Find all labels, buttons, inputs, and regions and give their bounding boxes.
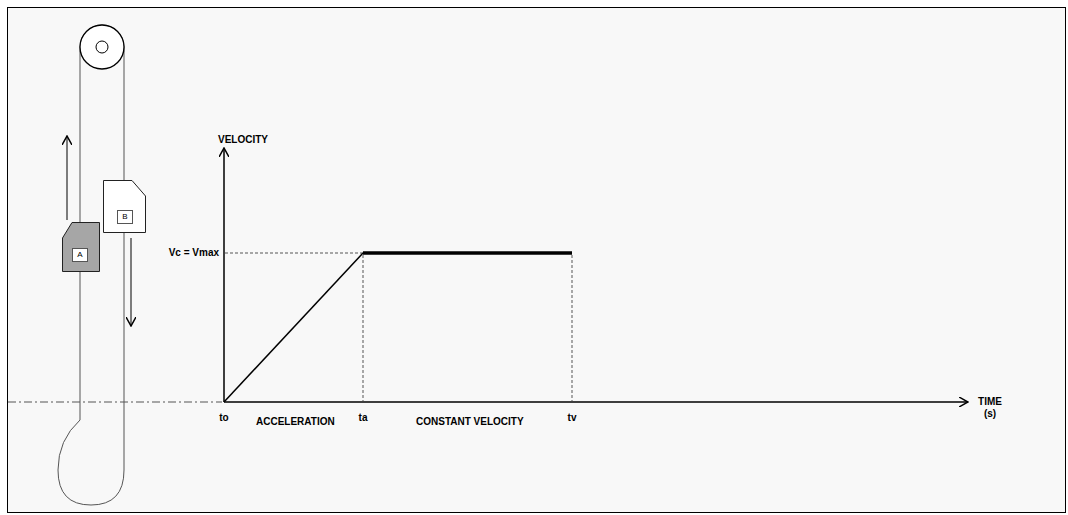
time-marker: ta: [359, 412, 368, 424]
down-arrow: [131, 238, 132, 326]
time-axis: [224, 401, 968, 403]
block-a: A: [62, 222, 100, 272]
frame: [8, 8, 1066, 513]
time-marker: tv: [568, 412, 577, 424]
phase-label: ACCELERATION: [256, 416, 335, 428]
axis-title: VELOCITY: [218, 134, 268, 146]
block-b: B: [103, 180, 146, 233]
block-letter: B: [117, 210, 133, 224]
acceleration-line: [224, 253, 363, 402]
pulley-axle: [96, 41, 108, 53]
tv-guide: [572, 255, 573, 401]
vmax-guide: [225, 253, 363, 254]
axis-title: TIME (s): [975, 396, 1005, 420]
ta-guide: [363, 255, 364, 401]
time-marker: to: [219, 412, 228, 424]
pulley: [80, 25, 124, 69]
up-arrow: [67, 136, 68, 220]
value-label: Vc = Vmax: [169, 247, 219, 259]
velocity-axis: [223, 148, 225, 402]
block-outline: [62, 222, 100, 272]
block-outline: [103, 180, 146, 233]
phase-label: CONSTANT VELOCITY: [416, 416, 524, 428]
belt: [58, 47, 124, 505]
block-letter: A: [72, 248, 88, 262]
reference-line: [8, 402, 222, 403]
constant-velocity-line: [363, 251, 572, 255]
